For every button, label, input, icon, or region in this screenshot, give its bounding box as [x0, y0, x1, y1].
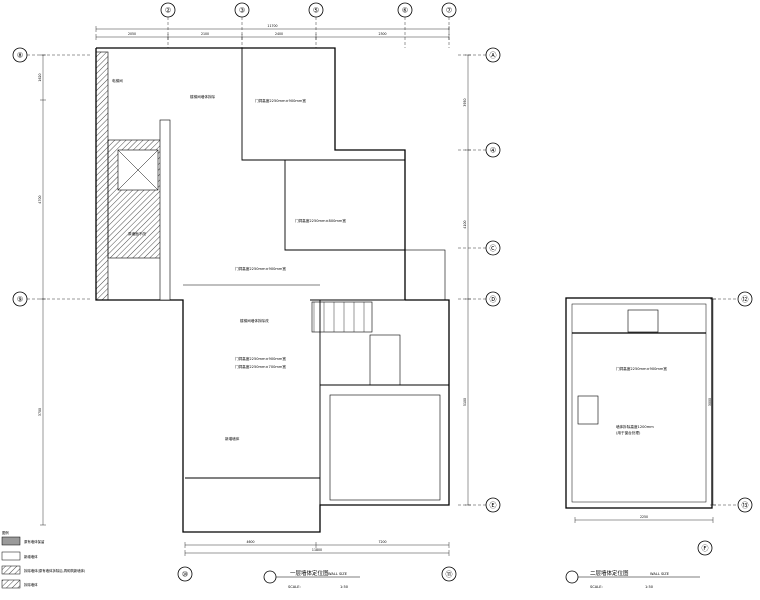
elevator-cross — [117, 149, 159, 191]
axis-bubble — [485, 142, 501, 158]
axis-label: ③ — [239, 7, 245, 15]
axis-bubble — [441, 2, 457, 18]
legend-swatch-rebuilt — [1, 565, 21, 575]
dimension-text: 2250 — [640, 515, 648, 519]
dimension-text: 3700 — [38, 408, 42, 416]
note-text: 楼梯间墙体拆除改 — [240, 318, 269, 323]
axis-label: ⑧ — [17, 52, 23, 60]
note-text: 楼梯间墙体拆除 — [190, 94, 216, 99]
note-text: 电梯间 — [112, 78, 123, 83]
axis-label: Ⓕ — [702, 545, 709, 553]
note-text: 门洞高度2250mm×900mm宽 — [235, 356, 286, 361]
axis-label: Ⓐ — [490, 52, 497, 60]
axis-bubble — [160, 2, 176, 18]
axis-label: Ⓒ — [490, 245, 497, 253]
legend-item: 原有墙体保留 — [24, 539, 45, 544]
axis-label: ⑫ — [742, 296, 749, 304]
column — [159, 119, 171, 301]
axis-bubble — [234, 2, 250, 18]
note-text: 墙体拆除高度1200mm — [616, 424, 654, 429]
legend-header: 图例 — [2, 530, 9, 535]
axis-bubble — [485, 240, 501, 256]
legend-item: 新增墙体 — [24, 554, 38, 559]
axis-label: ⑬ — [742, 502, 749, 510]
plan-title: 一层墙体定位图 — [290, 569, 329, 577]
dimension-text: 4700 — [38, 195, 42, 203]
stair-block — [311, 301, 373, 333]
dimension-text: 4100 — [463, 220, 467, 228]
window-block — [577, 395, 599, 425]
axis-bubble — [397, 2, 413, 18]
upper-floor-inner — [571, 303, 707, 503]
axis-label: ⑪ — [446, 571, 453, 579]
balcony — [404, 249, 446, 301]
axis-label: ⑨ — [17, 296, 23, 304]
note-text: 门洞高度2250mm×700mm宽 — [235, 364, 286, 369]
axis-bubble — [485, 291, 501, 307]
plan-title: 二层墙体定位图 — [590, 569, 629, 577]
scale-label: SCALE: — [590, 585, 603, 589]
note-text: (用于窗台处理) — [616, 430, 641, 435]
scale-value: 1:50 — [340, 585, 349, 589]
axis-label: ⑥ — [402, 7, 408, 15]
outer-wall — [96, 47, 406, 300]
title-marker — [565, 570, 579, 584]
axis-label: Ⓔ — [490, 502, 497, 510]
dimension-text: 3000 — [708, 398, 712, 406]
dimension-text: 2100 — [201, 32, 209, 36]
axis-bubble — [177, 566, 193, 582]
dimension-text: 4600 — [246, 540, 254, 544]
axis-label: ⑦ — [446, 7, 452, 15]
legend-item: 拆除墙体(原有墙体拆除后,再砌筑新墙体) — [24, 568, 86, 573]
note-text: 门洞高度2250mm×900mm宽 — [255, 98, 306, 103]
axis-bubble — [697, 540, 713, 556]
scale-label: SCALE: — [288, 585, 301, 589]
dimension-text: 5100 — [463, 398, 467, 406]
axis-label: Ⓓ — [490, 296, 497, 304]
axis-bubble — [737, 497, 753, 513]
plan-title-en: WALL SIZE — [328, 572, 348, 576]
dimension-text: 3950 — [463, 98, 467, 106]
axis-bubble — [737, 291, 753, 307]
dimension-text: 2400 — [275, 32, 283, 36]
dimension-text: 2050 — [128, 32, 136, 36]
axis-label: ② — [165, 7, 171, 15]
note-text: 新增墙体 — [225, 436, 240, 441]
axis-label: ④ — [490, 147, 496, 155]
axis-bubble — [485, 47, 501, 63]
dimension-text: 11800 — [312, 548, 322, 552]
dimension-text: 2300 — [378, 32, 386, 36]
axis-bubble — [308, 2, 324, 18]
note-text: 门洞高度2250mm×900mm宽 — [616, 366, 667, 371]
axis-bubble — [441, 566, 457, 582]
legend-item: 拆除墙体 — [24, 582, 38, 587]
stair-block — [627, 309, 659, 333]
axis-bubble — [485, 497, 501, 513]
legend-swatch-demolish — [1, 579, 21, 589]
legend-swatch-new — [1, 551, 21, 561]
note-text: 门洞高度2250mm×800mm宽 — [295, 218, 346, 223]
bathroom-block — [369, 334, 401, 386]
note-text: 门洞高度2250mm×900mm宽 — [235, 266, 286, 271]
scale-value: 1:50 — [645, 585, 654, 589]
upper-floor-outline — [565, 297, 713, 509]
title-marker — [263, 570, 277, 584]
legend-swatch-existing — [1, 536, 21, 546]
room-outline — [329, 394, 441, 501]
plan-title-en: WALL SIZE — [650, 572, 670, 576]
note-text: 原墙面不改 — [128, 231, 146, 236]
outer-wall — [182, 299, 450, 533]
dimension-text: 11700 — [267, 24, 277, 28]
axis-label: ⑩ — [182, 571, 188, 579]
dimension-text: 7200 — [378, 540, 386, 544]
hatched-wall-left — [95, 51, 109, 301]
axis-label: ⑤ — [313, 7, 319, 15]
dimension-text: 1620 — [38, 73, 42, 81]
